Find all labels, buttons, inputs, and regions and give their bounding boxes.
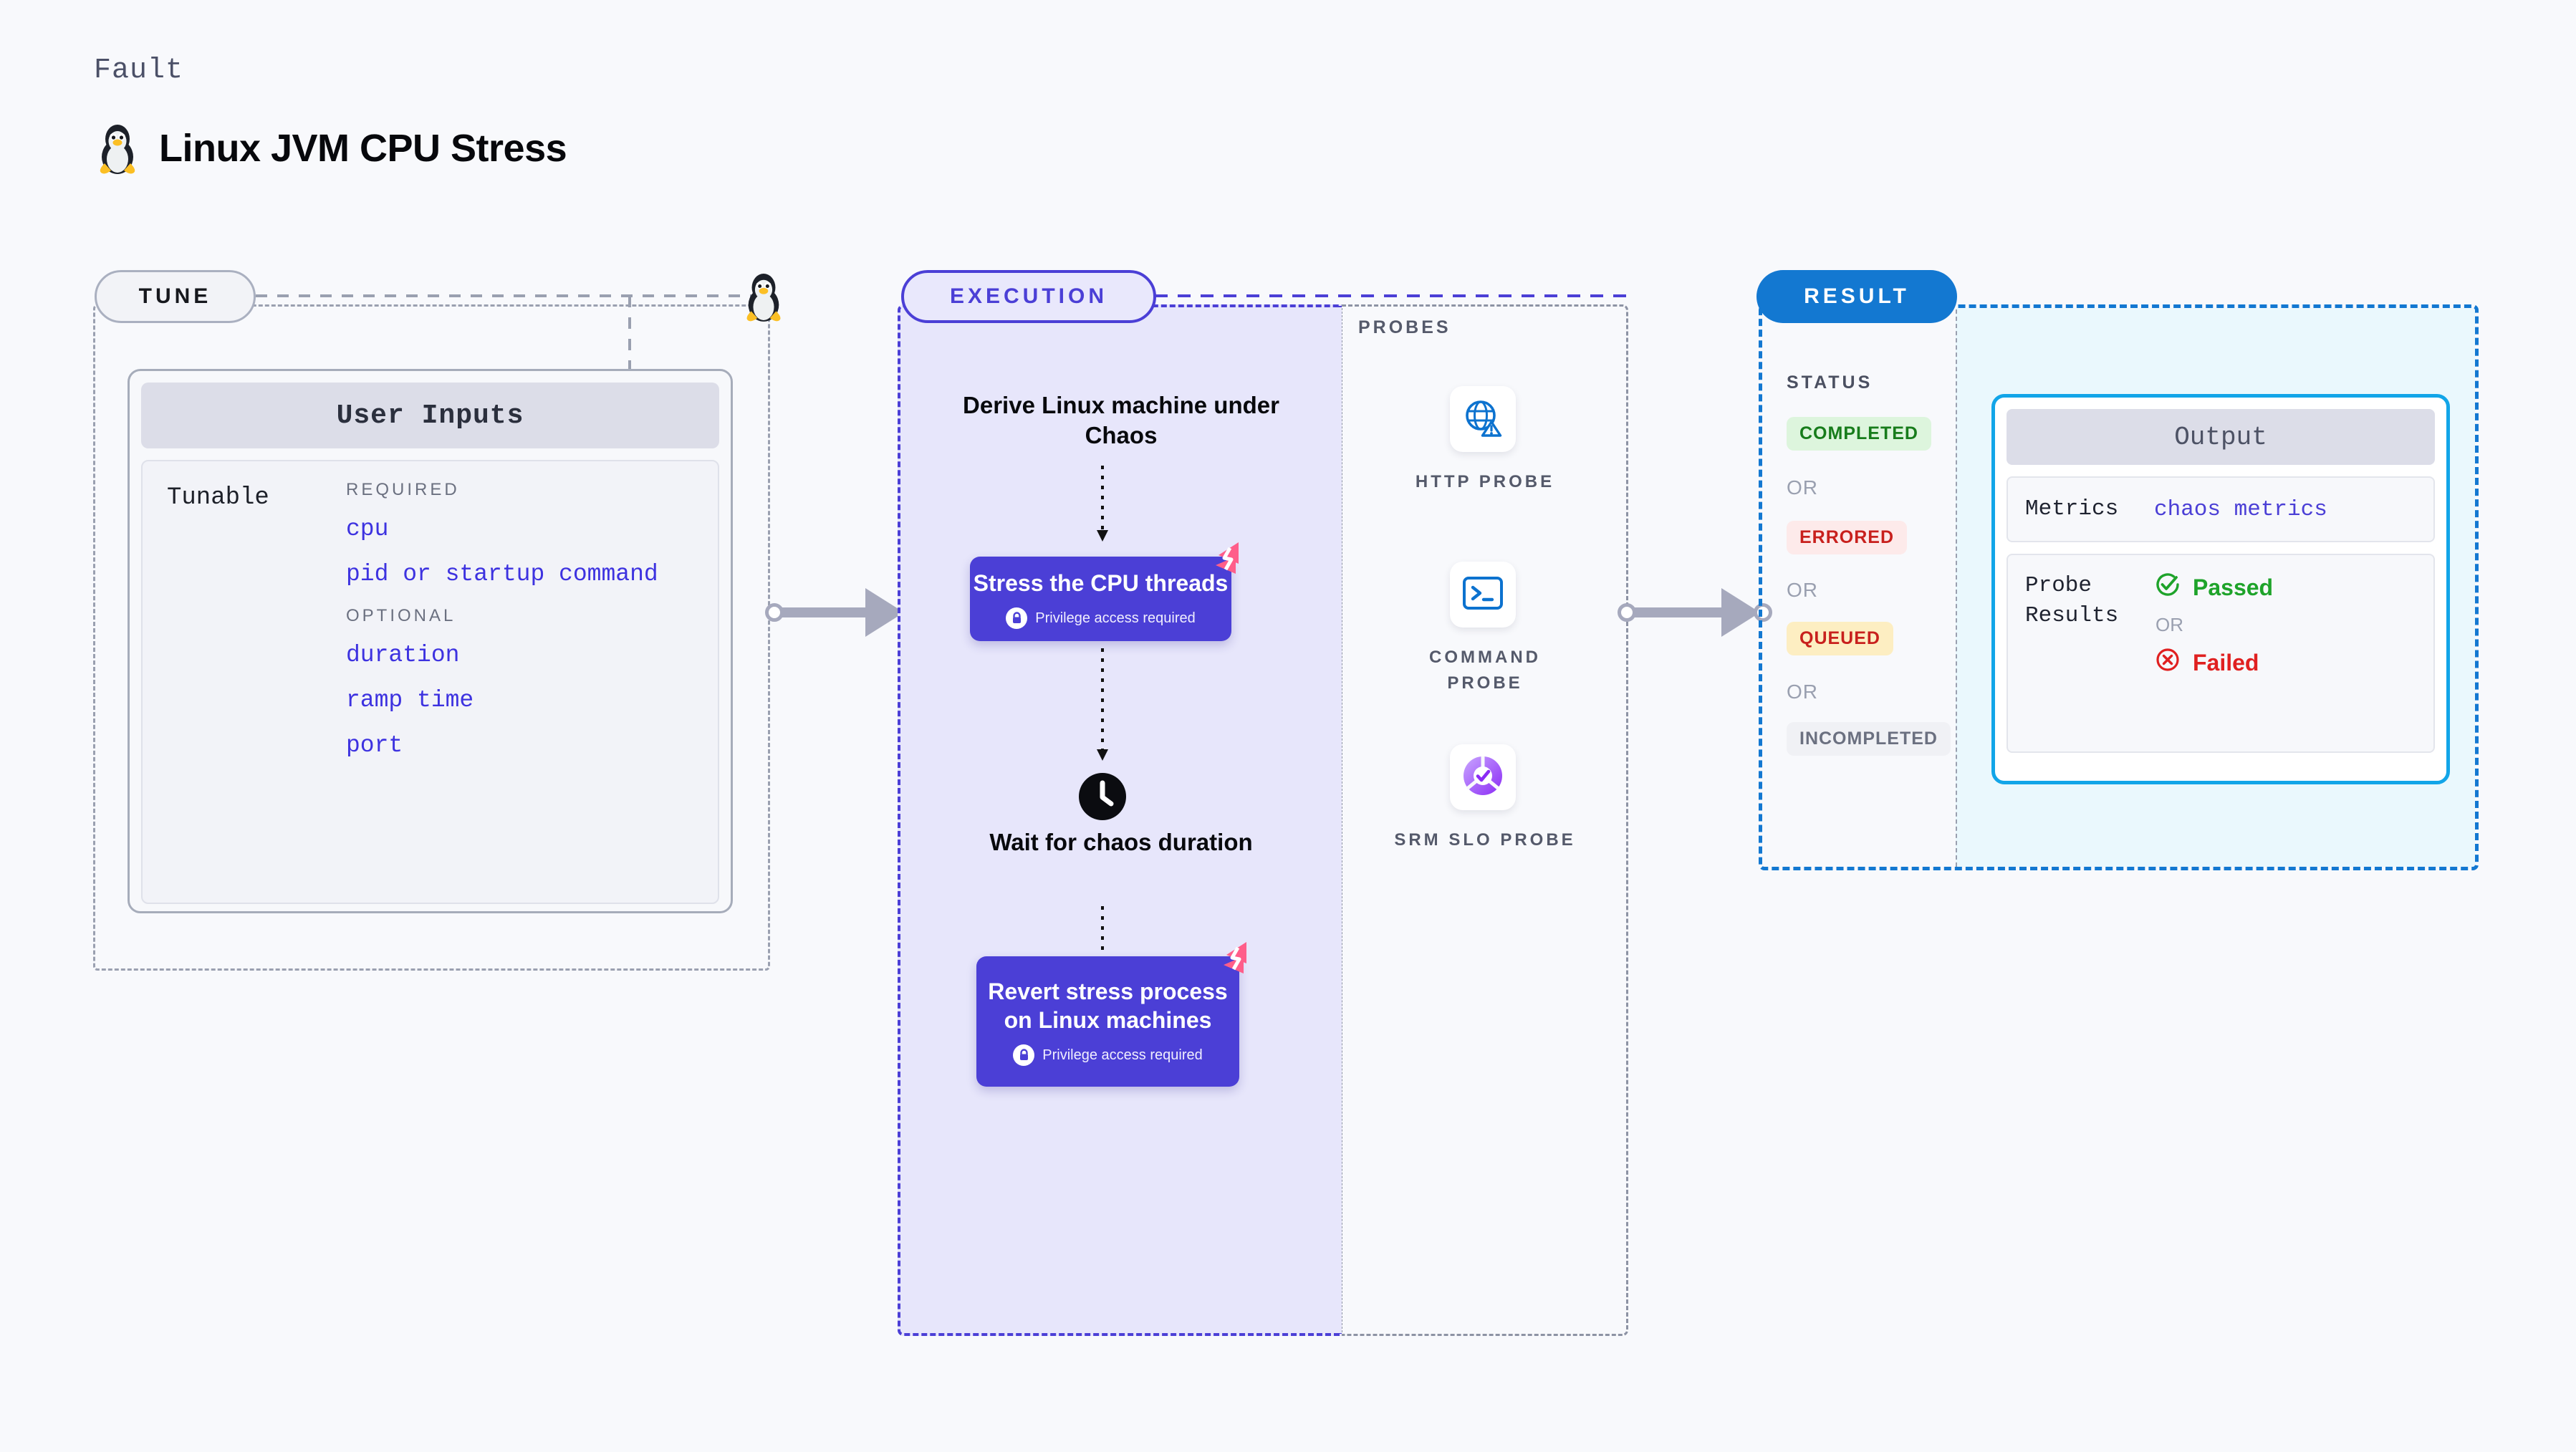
harness-logo-icon [1207, 538, 1247, 582]
page-eyebrow: Fault [94, 54, 184, 87]
status-badge-completed: COMPLETED [1787, 417, 1931, 451]
tunable-item[interactable]: ramp time [346, 687, 474, 713]
probe-result-passed: Passed [2154, 571, 2273, 604]
group-heading-optional: OPTIONAL [346, 606, 456, 625]
step-box-title: Revert stress process on Linux machines [988, 979, 1228, 1033]
probe-result-passed-label: Passed [2193, 574, 2274, 600]
privilege-note: Privilege access required [1013, 1044, 1203, 1066]
probe-caption-http: HTTP PROBE [1415, 472, 1555, 491]
privilege-note: Privilege access required [1006, 607, 1196, 629]
output-probe-results-key: Probe Results [2025, 573, 2119, 628]
tune-pill[interactable]: TUNE [95, 270, 256, 323]
output-metrics-key: Metrics [2025, 496, 2119, 522]
arrow-down-icon [1097, 648, 1108, 761]
tunable-item[interactable]: cpu [346, 516, 389, 542]
lock-icon [1013, 1044, 1035, 1066]
output-card: Output Metrics chaos metrics Probe Resul… [1991, 394, 2450, 784]
page-title-row: Linux JVM CPU Stress [95, 122, 567, 175]
probes-region [1342, 304, 1628, 1336]
result-region [1759, 304, 2479, 870]
slo-check-icon [1461, 754, 1504, 801]
execution-step-box-revert[interactable]: Revert stress process on Linux machines … [976, 942, 1246, 1087]
clock-icon [1078, 772, 1127, 824]
probe-result-failed-label: Failed [2193, 649, 2259, 675]
probe-caption-srm-slo: SRM SLO PROBE [1394, 830, 1576, 850]
output-metrics-value[interactable]: chaos metrics [2154, 496, 2327, 522]
tune-region [93, 304, 770, 971]
tunable-label: Tunable [167, 484, 269, 511]
output-row-probe-results: Probe Results Passed OR [2007, 554, 2435, 753]
probes-section-label: PROBES [1358, 317, 1451, 337]
page-title: Linux JVM CPU Stress [159, 127, 567, 170]
probe-tile-command[interactable] [1450, 562, 1516, 628]
status-badge-errored: ERRORED [1787, 521, 1908, 554]
tunable-item[interactable]: duration [346, 642, 460, 668]
probe-result-failed: Failed [2154, 646, 2273, 679]
lock-icon [1006, 607, 1028, 629]
execution-step-label: Wait for chaos duration [989, 829, 1253, 855]
result-column-divider [1956, 309, 1957, 867]
status-or-label: OR [1787, 681, 1818, 703]
result-pill[interactable]: RESULT [1756, 270, 1957, 323]
probe-result-or-label: OR [2156, 614, 2183, 635]
probe-caption-command: COMMAND PROBE [1429, 648, 1541, 693]
arrow-down-icon [1097, 466, 1108, 542]
status-badge-incompleted: INCOMPLETED [1787, 722, 1951, 756]
x-circle-icon [2154, 646, 2181, 679]
execution-dashed-connector [1155, 294, 1628, 297]
status-badge-queued: QUEUED [1787, 622, 1893, 655]
linux-penguin-icon [95, 122, 140, 175]
user-inputs-card: User Inputs Tunable REQUIRED cpu pid or … [128, 369, 733, 913]
terminal-icon [1462, 575, 1504, 615]
step-box-title: Stress the CPU threads [973, 570, 1229, 596]
privilege-note-label: Privilege access required [1042, 1047, 1203, 1063]
output-row-metrics: Metrics chaos metrics [2007, 476, 2435, 542]
group-heading-required: REQUIRED [346, 480, 460, 499]
tunable-item[interactable]: port [346, 732, 403, 759]
status-or-label: OR [1787, 579, 1818, 601]
tunable-groups: REQUIRED cpu pid or startup command OPTI… [346, 480, 658, 884]
execution-pill[interactable]: EXECUTION [901, 270, 1156, 323]
harness-logo-icon [1215, 938, 1255, 981]
probe-tile-http[interactable] [1450, 386, 1516, 452]
tunable-item[interactable]: pid or startup command [346, 561, 658, 587]
status-or-label: OR [1787, 476, 1818, 499]
tunable-body: Tunable REQUIRED cpu pid or startup comm… [141, 460, 719, 904]
user-inputs-title: User Inputs [141, 383, 719, 448]
status-label: STATUS [1787, 372, 1873, 393]
probe-results-values: Passed OR Failed [2154, 571, 2273, 736]
execution-step-box-stress[interactable]: Stress the CPU threads Privilege access … [970, 542, 1239, 641]
privilege-note-label: Privilege access required [1035, 610, 1196, 626]
globe-warning-icon [1462, 397, 1504, 442]
output-title: Output [2007, 409, 2435, 465]
linux-penguin-icon [741, 271, 786, 326]
execution-step-label: Derive Linux machine under Chaos [963, 392, 1279, 449]
probe-tile-srm-slo[interactable] [1450, 744, 1516, 810]
check-circle-icon [2154, 571, 2181, 604]
